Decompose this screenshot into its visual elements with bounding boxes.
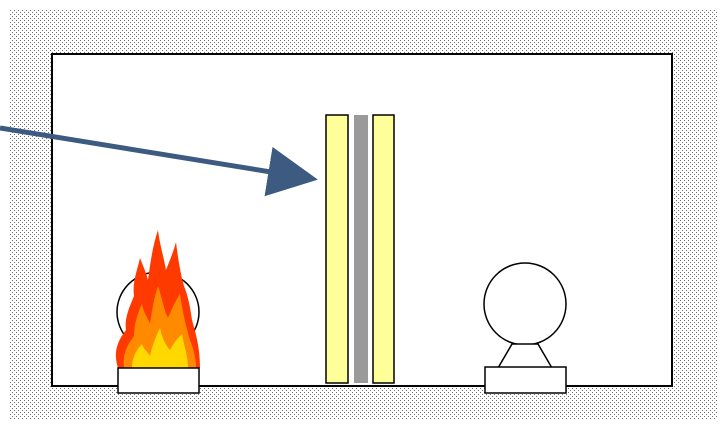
panel-right-layer [372, 114, 395, 384]
panel-core-layer [354, 115, 368, 383]
arrow-icon [0, 125, 318, 197]
fire-icon [115, 230, 200, 368]
fire-source-mount [117, 367, 200, 394]
fire-source [115, 230, 200, 394]
flame-inner [132, 328, 188, 368]
panel-left-layer [325, 114, 349, 384]
test-panel [325, 114, 395, 384]
sensor-assembly [483, 262, 567, 394]
sphere-sensor-icon [483, 262, 567, 346]
sensor-mount [484, 366, 567, 394]
